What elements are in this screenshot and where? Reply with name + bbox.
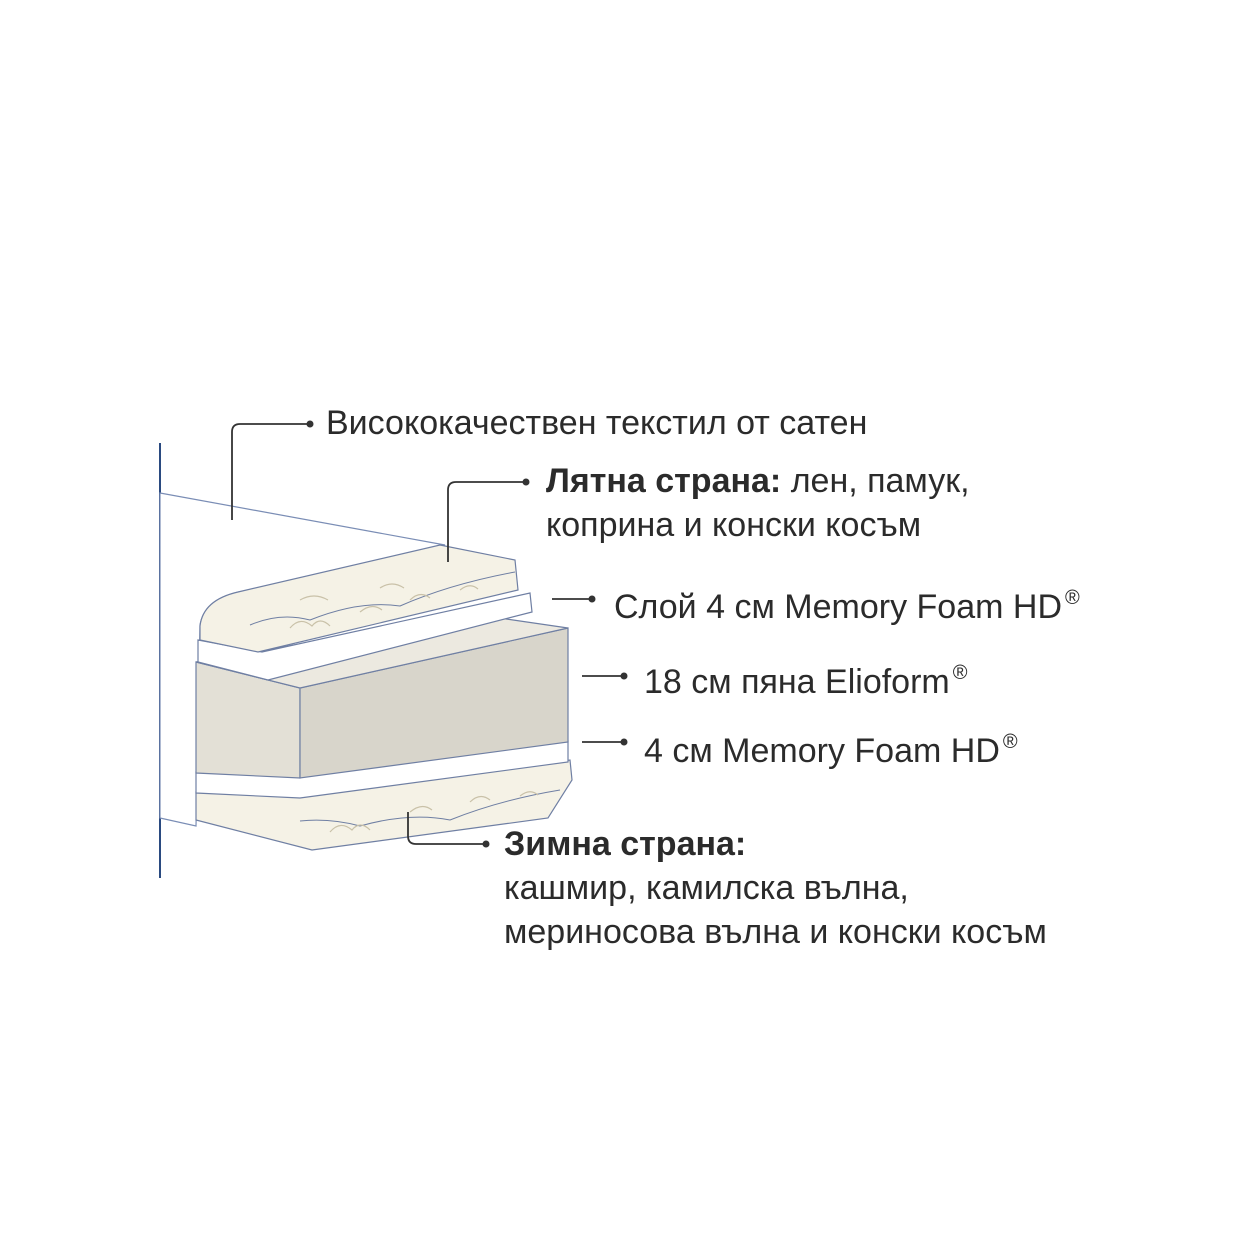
leader-summer-dot [522,478,530,486]
winter-side-materials-1: кашмир, камилска вълна, [504,869,909,907]
label-winter-side: Зимна страна: кашмир, камилска вълна, ме… [504,822,1047,954]
core-foam-text: 18 см пяна Elioform [644,663,950,701]
summer-fiber-layer [199,544,519,653]
summer-fiber-texture [289,583,479,629]
label-core-foam: 18 см пяна Elioform® [644,651,967,704]
summer-side-title: Лятна страна: [546,462,782,500]
leader-memory-top-dot [588,595,596,603]
leader-summer [447,481,525,562]
label-summer-side: Лятна страна: лен, памук, коприна и конс… [546,459,970,547]
registered-mark: ® [1065,587,1080,609]
leader-cover [231,423,308,520]
leader-core-dot [620,672,628,680]
memory-foam-top-text: Слой 4 см Memory Foam HD [614,588,1062,626]
memory-foam-top-layer [197,592,533,681]
summer-side-materials-2: коприна и конски косъм [546,506,922,544]
leader-winter-dot [482,840,490,848]
winter-side-materials-2: мериносова вълна и конски косъм [504,913,1047,951]
summer-fiber-front-edge [249,571,516,626]
label-memory-foam-top: Слой 4 см Memory Foam HD® [614,576,1080,629]
label-satin-cover: Висококачествен текстил от сатен [326,404,868,442]
winter-fiber-texture [329,791,539,833]
registered-mark: ® [1002,731,1018,753]
memory-foam-bottom-text: 4 см Memory Foam HD [644,732,1000,770]
registered-mark: ® [952,662,968,684]
summer-side-materials-1: лен, памук, [781,462,970,500]
leader-winter [407,812,484,845]
leader-memory-bottom-dot [620,738,628,746]
label-memory-foam-bottom: 4 см Memory Foam HD® [644,720,1018,773]
winter-fiber-front-edge [299,789,561,827]
winter-side-title: Зимна страна: [504,825,747,863]
leader-cover-dot [306,420,314,428]
